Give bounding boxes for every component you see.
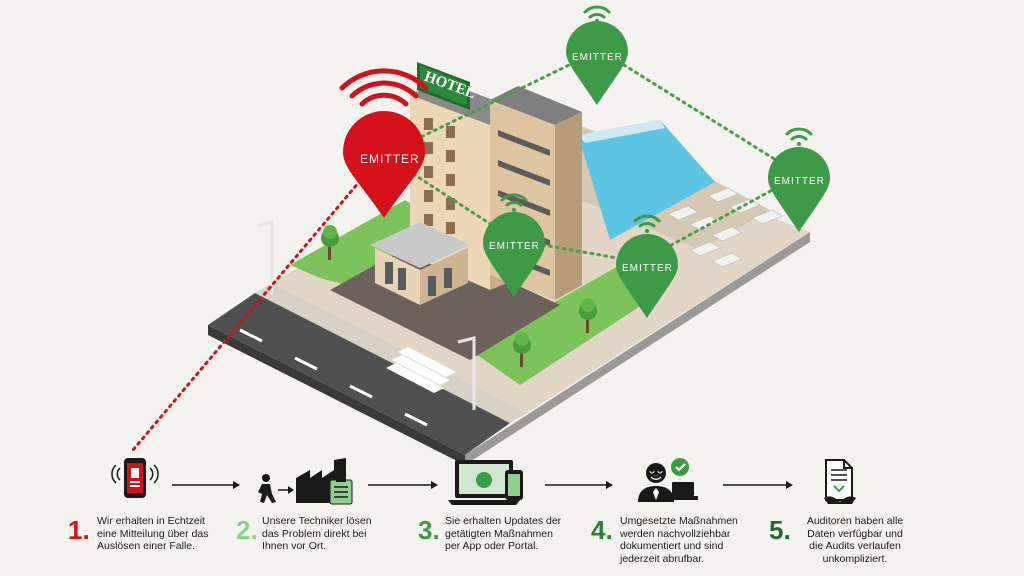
step-1-number: 1. [68, 515, 90, 545]
step-2-line-1: Unsere Techniker lösen [262, 515, 372, 527]
emitter-marker-green-top: EMITTER [566, 5, 628, 105]
emitter-label: EMITTER [360, 152, 420, 166]
step-2-number: 2. [236, 515, 258, 545]
step-4-line-1: Umgesetzte Maßnahmen [620, 515, 738, 527]
emitter-marker-green-right: EMITTER [768, 127, 830, 232]
step-3-number: 3. [418, 515, 440, 545]
step-5-line-1: Auditoren haben alle [806, 515, 904, 527]
process-arrows [172, 481, 793, 489]
step-1-line-1: Wir erhalten in Echtzeit [97, 515, 205, 527]
emitter-label: EMITTER [774, 176, 825, 187]
step-3-description: Sie erhalten Updates der getätigten Maßn… [445, 515, 570, 553]
step-2-line-3: Ihnen vor Ort. [262, 540, 327, 552]
step-4-line-2: werden nachvollziehbar [620, 527, 731, 540]
smartphone-alert-icon [111, 458, 159, 498]
step-1-description: Wir erhalten in Echtzeit eine Mitteilung… [97, 515, 217, 553]
emitter-marker-green-center: EMITTER [483, 193, 545, 297]
step-2-description: Unsere Techniker lösen das Problem direk… [262, 515, 387, 553]
laptop-phone-app-icon [448, 460, 523, 505]
step-1-line-3: Auslösen einer Falle. [97, 540, 196, 552]
trees [321, 225, 597, 367]
step-3-line-2: getätigten Maßnahmen [445, 527, 553, 540]
step-5-line-4: unkompliziert. [822, 552, 888, 565]
step-3-line-3: per App oder Portal. [445, 540, 539, 552]
step-3-line-1: Sie erhalten Updates der [445, 515, 562, 527]
step-4-description: Umgesetzte Maßnahmen werden nachvollzieh… [620, 515, 740, 565]
step-4-number: 4. [591, 515, 613, 545]
emitter-label: EMITTER [572, 52, 623, 63]
step-1-line-2: eine Mitteilung über das [97, 527, 209, 540]
step-4-line-4: jederzeit abrufbar. [620, 552, 705, 565]
audit-document-handshake-icon [824, 459, 856, 504]
street-lamps [257, 220, 476, 410]
emitter-marker-green-pool: EMITTER [616, 214, 678, 318]
step-2-line-2: das Problem direkt bei [262, 527, 367, 540]
emitter-label: EMITTER [622, 263, 673, 274]
step-5-description: Auditoren haben alle Daten verfügbar und… [800, 515, 910, 565]
technician-factory-icon [258, 458, 353, 505]
step-5-line-3: die Audits verlaufen [809, 540, 901, 552]
person-documentation-icon [638, 458, 698, 502]
step-5-line-2: Daten verfügbar und [807, 527, 903, 540]
step-4-line-3: dokumentiert und sind [620, 540, 724, 552]
step-5-number: 5. [769, 515, 791, 545]
emitter-marker-red: EMITTER [339, 68, 429, 218]
emitter-label: EMITTER [489, 241, 540, 252]
